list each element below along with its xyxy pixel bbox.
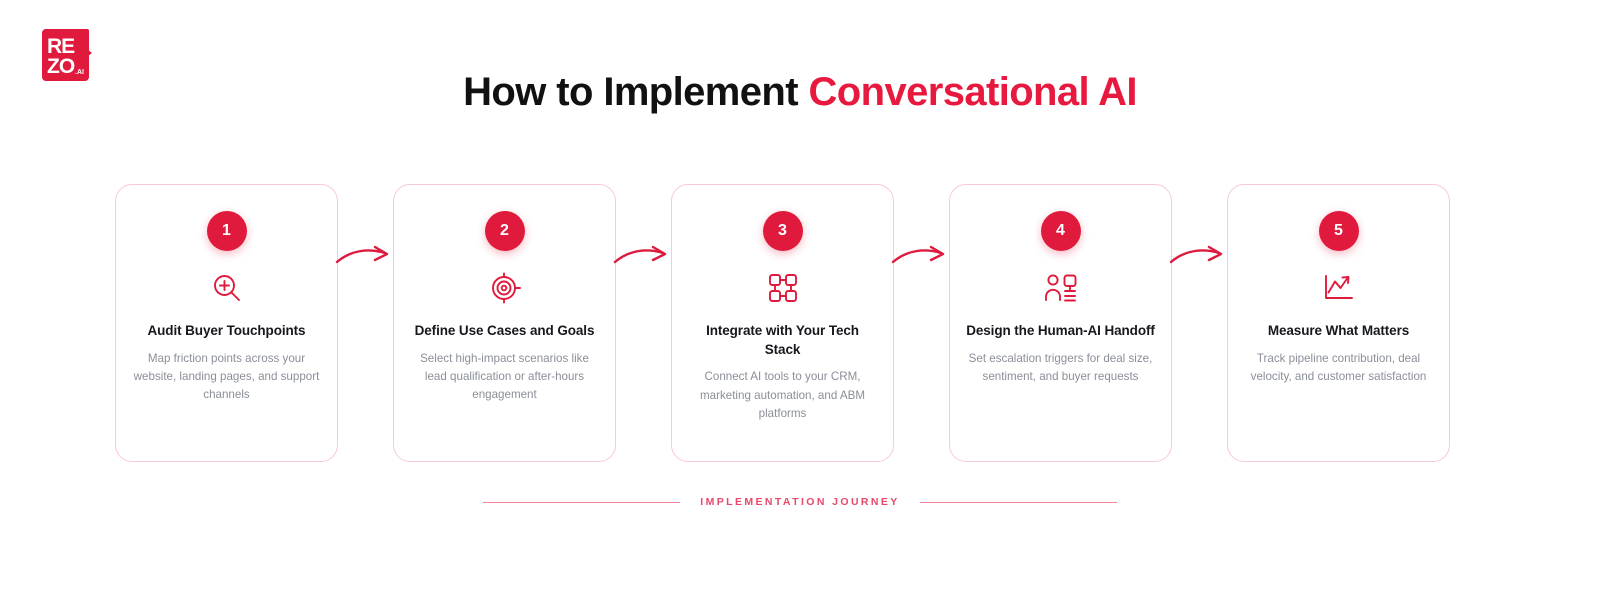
step-description: Set escalation triggers for deal size, s… — [968, 351, 1153, 383]
step-number-badge: 5 — [1318, 211, 1359, 251]
step-card-2[interactable]: 2 Define Use Cases and Goals Select high… — [393, 184, 616, 462]
rezo-ai-logo[interactable]: RE ZO .AI — [42, 29, 94, 83]
step-title: Define Use Cases and Goals — [414, 323, 595, 338]
step-description: Map friction points across your website,… — [133, 351, 320, 402]
step-number-badge: 3 — [762, 211, 803, 251]
step-card-4[interactable]: 4 Design the Human-AI Handoff Set escala… — [949, 184, 1172, 462]
step-description: Connect AI tools to your CRM, marketing … — [700, 370, 865, 420]
human-bot-handoff-icon — [1041, 268, 1081, 308]
logo-line2: ZO — [47, 55, 75, 78]
step-number-badge: 4 — [1040, 211, 1081, 251]
steps-row: 1 Audit Buyer Touchpoints Map friction p… — [115, 184, 1453, 462]
step-description: Track pipeline contribution, deal veloci… — [1250, 351, 1427, 383]
footer-label: IMPLEMENTATION JOURNEY — [700, 496, 900, 508]
page-title: How to Implement Conversational AI — [0, 70, 1600, 115]
logo-text: RE ZO .AI — [42, 29, 89, 81]
step-number-badge: 1 — [206, 211, 247, 251]
line-chart-icon — [1319, 268, 1359, 308]
logo-badge — [42, 29, 89, 81]
step-title: Integrate with Your Tech Stack — [706, 323, 859, 357]
target-crosshair-icon — [485, 268, 525, 308]
step-description: Select high-impact scenarios like lead q… — [420, 351, 589, 402]
page-title-accent: Conversational AI — [808, 70, 1137, 114]
network-nodes-icon — [763, 268, 803, 308]
logo-suffix: .AI — [75, 69, 84, 76]
step-title: Measure What Matters — [1267, 323, 1410, 338]
step-card-1[interactable]: 1 Audit Buyer Touchpoints Map friction p… — [115, 184, 338, 462]
step-title: Audit Buyer Touchpoints — [147, 323, 306, 338]
footer-caption: IMPLEMENTATION JOURNEY — [0, 496, 1600, 508]
page-title-plain: How to Implement — [463, 70, 809, 114]
step-number-badge: 2 — [484, 211, 525, 251]
curved-arrow-right-icon-4 — [1169, 184, 1227, 462]
step-title: Design the Human-AI Handoff — [966, 323, 1155, 338]
step-card-5[interactable]: 5 Measure What Matters Track pipeline co… — [1227, 184, 1450, 462]
step-card-3[interactable]: 3 Integrate with Your Tech Stack Connect… — [671, 184, 894, 462]
footer-divider-left — [483, 501, 681, 503]
curved-arrow-right-icon-2 — [613, 184, 671, 462]
curved-arrow-right-icon-3 — [891, 184, 949, 462]
footer-divider-right — [919, 501, 1117, 503]
logo-line1: RE — [47, 35, 75, 58]
magnifier-plus-icon — [207, 268, 247, 308]
curved-arrow-right-icon-1 — [335, 184, 393, 462]
